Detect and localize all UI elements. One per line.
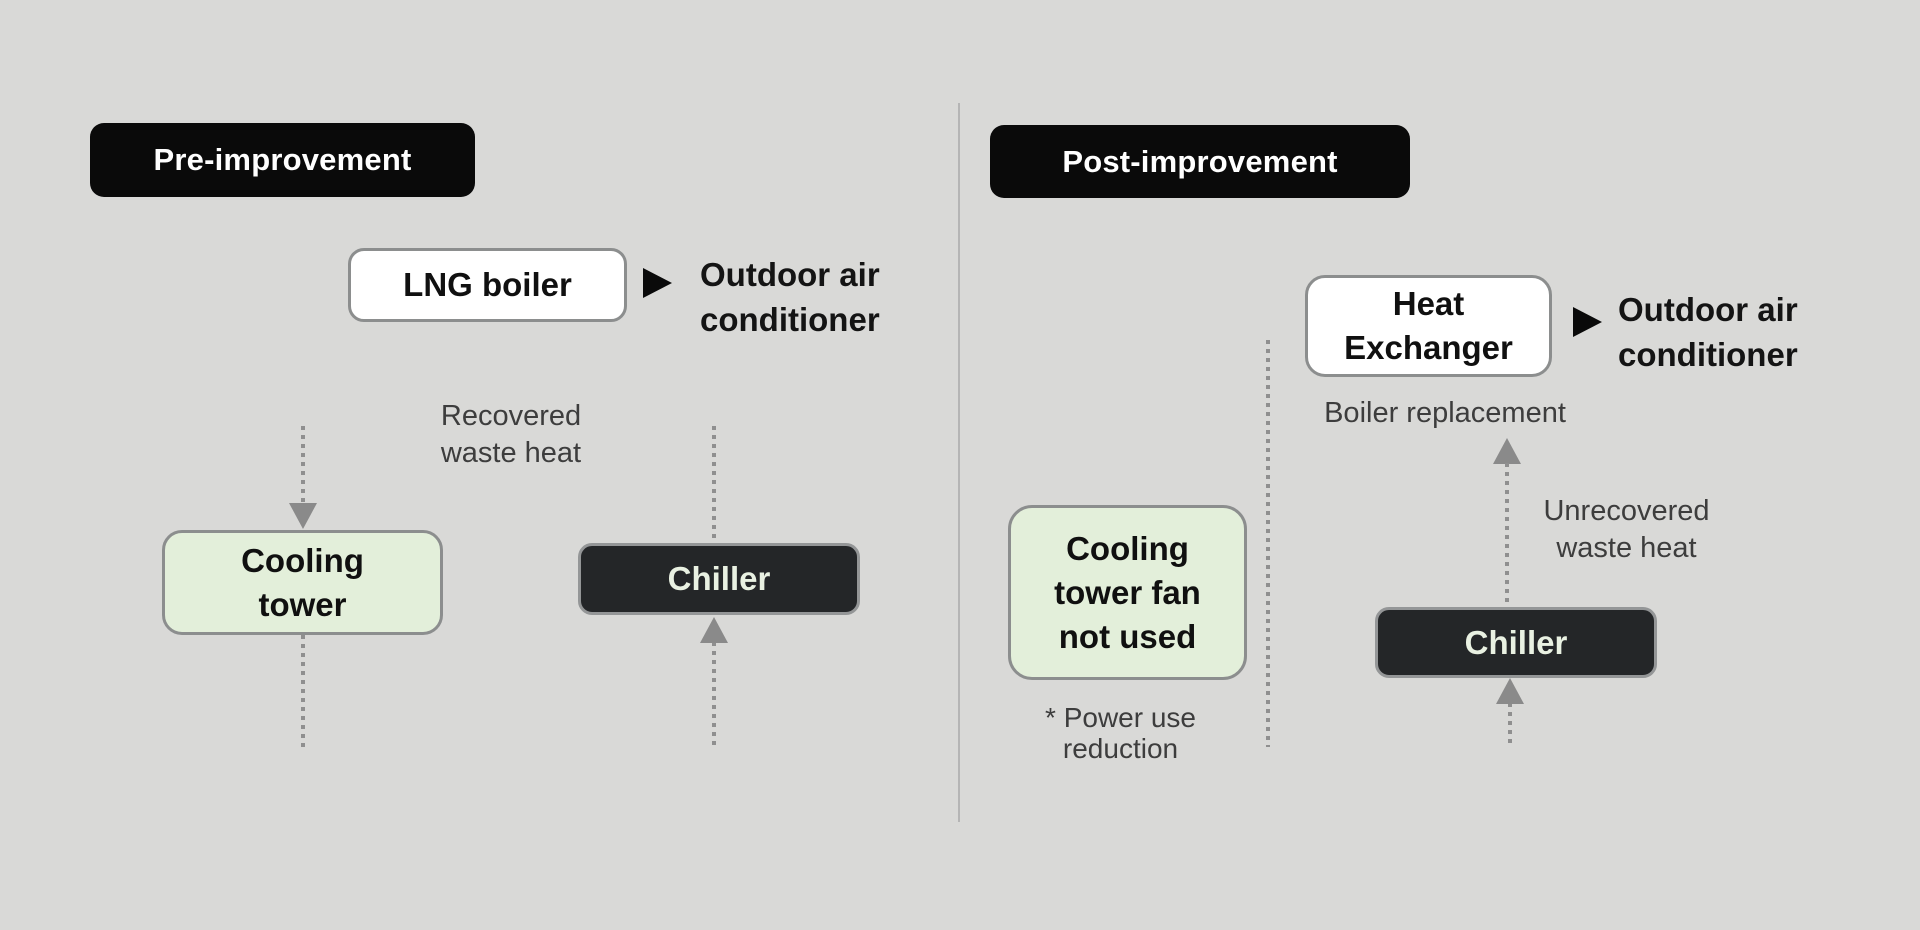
recovered-waste-heat-label: Recovered waste heat (395, 396, 627, 474)
flow-arrow-up-icon-pre (700, 617, 728, 643)
chiller-node-post: Chiller (1375, 607, 1657, 678)
pre-improvement-badge: Pre-improvement (90, 123, 475, 197)
flow-arrow-up-icon-unrecovered (1493, 438, 1521, 464)
post-improvement-badge: Post-improvement (990, 125, 1410, 198)
flow-arrow-up-icon-post (1496, 678, 1524, 704)
outdoor-air-conditioner-label: Outdoor air conditioner (700, 256, 880, 338)
cooling-tower-fan-node: Cooling tower fan not used (1008, 505, 1247, 680)
panel-divider (958, 103, 960, 822)
cooling-tower-node: Cooling tower (162, 530, 443, 635)
arrow-right-icon-post (1573, 307, 1602, 337)
flow-arrow-down-icon (289, 503, 317, 529)
outdoor-air-conditioner-label-post: Outdoor air conditioner (1618, 291, 1798, 373)
lng-boiler-node: LNG boiler (348, 248, 627, 322)
boiler-replacement-label: Boiler replacement (1324, 397, 1566, 429)
heat-exchanger-node: Heat Exchanger (1305, 275, 1552, 377)
unrecovered-heat-connector-vertical (1505, 463, 1509, 607)
return-connector-vertical-right (712, 642, 716, 746)
heat-exchanger-connector-vertical (1266, 340, 1270, 747)
return-connector-vertical-post (1508, 703, 1512, 747)
return-connector-vertical-left (301, 635, 305, 748)
power-use-reduction-label: * Power use reduction (1045, 702, 1196, 764)
return-connector-horizontal (301, 745, 716, 749)
recovered-heat-connector-vertical-right (712, 426, 716, 543)
return-connector-horizontal-post (1266, 745, 1512, 749)
heat-exchanger-connector-horizontal (1266, 338, 1308, 342)
chiller-node-pre: Chiller (578, 543, 860, 615)
recovered-heat-connector-vertical-left (301, 426, 305, 504)
arrow-right-icon (643, 268, 672, 298)
unrecovered-waste-heat-label: Unrecovered waste heat (1543, 495, 1710, 564)
